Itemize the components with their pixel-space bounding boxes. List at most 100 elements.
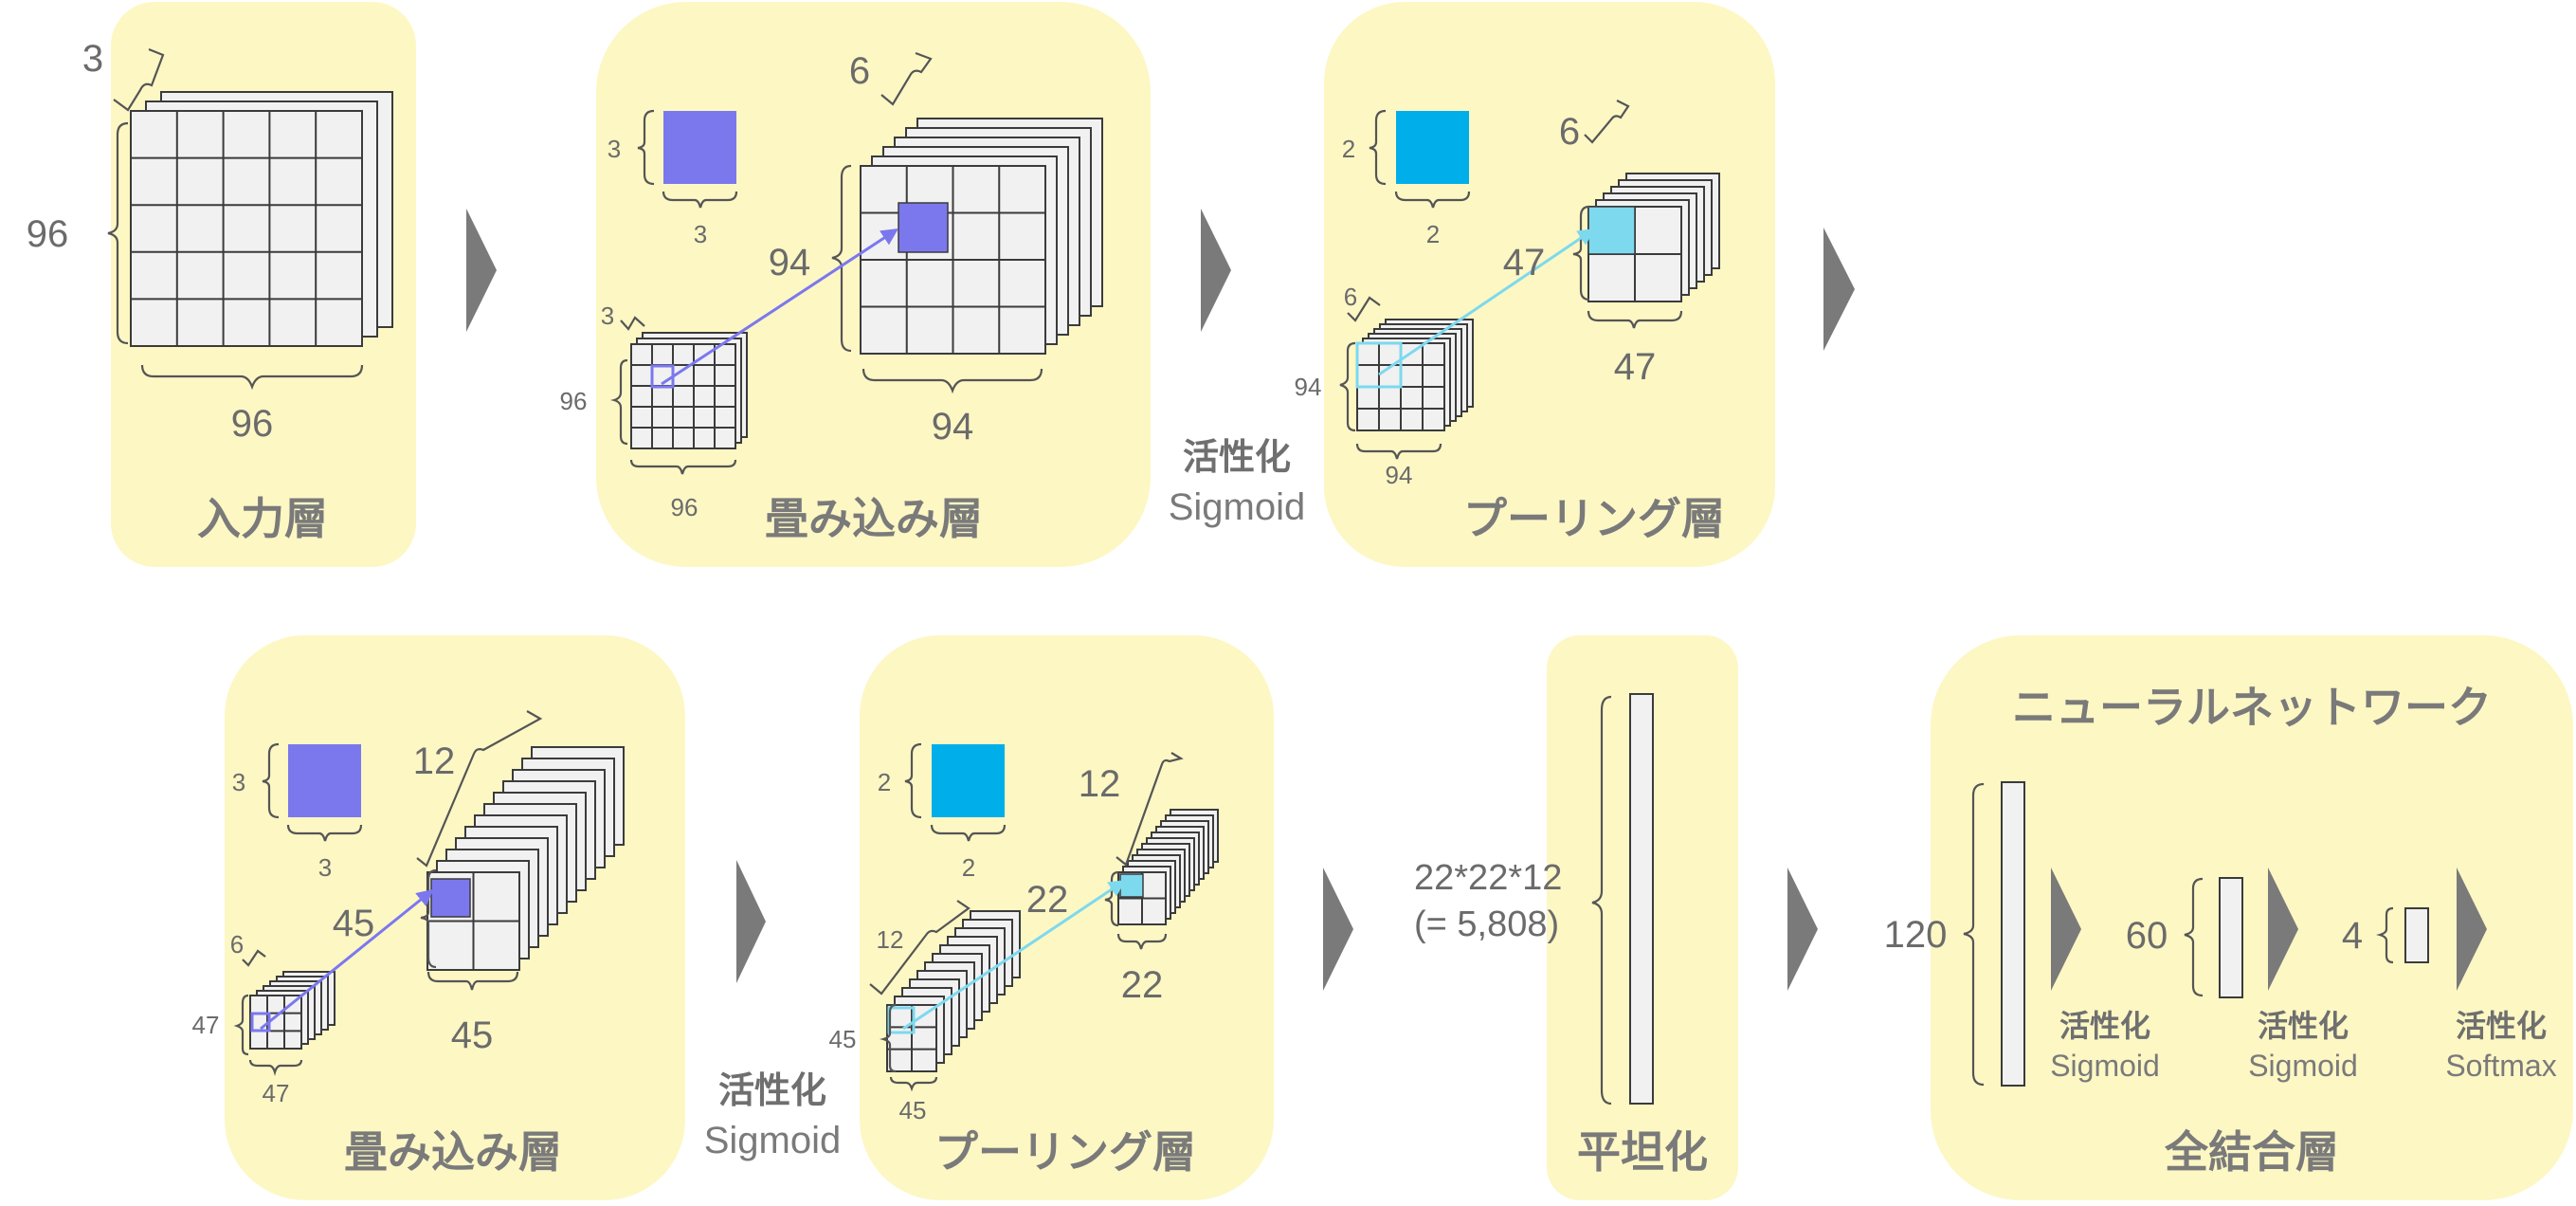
flatten-vector	[1629, 693, 1654, 1105]
conv2-input-volume	[249, 971, 336, 1050]
fc-layer-1	[2001, 781, 2025, 1087]
fc-layer2-label: 60	[2126, 915, 2168, 957]
fc-header: ニューラルネットワーク	[2012, 682, 2492, 733]
input-volume-sheet	[130, 110, 363, 347]
pool1-output-volume	[1587, 173, 1720, 302]
fc-layer3-label: 4	[2342, 915, 2363, 957]
arrow-pool2-to-flatten	[1323, 868, 1353, 991]
arrow-input-to-conv1	[466, 209, 497, 332]
conv2-kernel-h-label: 3	[232, 768, 245, 796]
input-height-label: 96	[27, 213, 69, 255]
pool2-in-w-label: 45	[899, 1096, 927, 1124]
conv2-kernel-w-label: 3	[318, 853, 332, 882]
act2-func: Sigmoid	[704, 1120, 842, 1161]
fc-act3-func: Softmax	[2445, 1049, 2556, 1083]
pool2-out-depth-label: 12	[1079, 763, 1121, 805]
pool1-out-depth-label: 6	[1559, 111, 1580, 153]
conv2-out-w-label: 45	[451, 1014, 494, 1056]
pool1-title: プーリング層	[1463, 493, 1725, 544]
conv1-kernel-w-label: 3	[694, 220, 707, 248]
act1-func: Sigmoid	[1169, 486, 1306, 528]
conv2-projection-arrow	[260, 888, 434, 1031]
input-depth-label: 3	[82, 38, 103, 80]
fc-act1-func: Sigmoid	[2050, 1049, 2160, 1083]
conv2-in-w-label: 47	[263, 1079, 290, 1107]
conv2-in-depth-label: 6	[230, 930, 244, 959]
conv1-kernel-h-label: 3	[608, 135, 621, 163]
arrow-fc-1-2	[2051, 868, 2081, 991]
pool1-projection-arrow	[1378, 228, 1595, 376]
pool1-kernel-w-label: 2	[1426, 220, 1440, 248]
arrow-conv1-to-pool1	[1201, 209, 1231, 332]
pool1-kernel-h-label: 2	[1342, 135, 1355, 163]
conv1-in-w-label: 96	[671, 493, 698, 521]
arrow-fc-2-3	[2268, 868, 2298, 991]
fc-act1-label: 活性化	[2059, 1008, 2150, 1044]
pool1-in-h-label: 94	[1295, 373, 1322, 401]
fc-act3-label: 活性化	[2456, 1008, 2547, 1044]
pool2-in-depth-label: 12	[877, 925, 904, 954]
conv2-out-h-label: 45	[333, 903, 375, 944]
flatten-title: 平坦化	[1577, 1126, 1708, 1178]
flatten-size-line1: 22*22*12	[1414, 858, 1562, 898]
conv1-projection-arrow	[661, 228, 899, 386]
fc-layer1-label: 120	[1884, 914, 1948, 956]
conv1-title: 畳み込み層	[765, 493, 983, 544]
input-width-label: 96	[231, 403, 274, 445]
conv1-output-volume-gridlines	[861, 166, 1045, 354]
conv2-output-volume-highlight	[430, 878, 471, 918]
conv1-input-volume-gridlines	[631, 344, 735, 448]
conv1-out-w-label: 94	[932, 406, 974, 448]
conv1-in-depth-label: 3	[601, 302, 614, 330]
braces	[107, 47, 2394, 1106]
conv2-out-depth-label: 12	[413, 740, 456, 782]
conv2-kernel	[288, 744, 361, 817]
conv2-output-volume	[426, 746, 625, 971]
conv1-input-volume-sheet	[630, 343, 736, 449]
flatten-size-line2: (= 5,808)	[1414, 904, 1559, 944]
conv2-title: 畳み込み層	[344, 1126, 562, 1178]
pool1-kernel	[1396, 111, 1469, 184]
conv1-in-h-label: 96	[560, 387, 588, 415]
conv1-out-depth-label: 6	[849, 50, 870, 92]
pool1-out-h-label: 47	[1503, 242, 1546, 283]
conv1-input-volume	[630, 332, 748, 449]
pool2-kernel-w-label: 2	[962, 853, 975, 882]
pool1-input-volume	[1355, 319, 1474, 431]
pool2-projection-arrow	[902, 880, 1126, 1031]
pool2-output-volume	[1117, 809, 1219, 925]
input-title: 入力層	[197, 493, 328, 544]
pool2-out-w-label: 22	[1121, 964, 1164, 1006]
fc-title: 全結合層	[2164, 1126, 2339, 1178]
fc-act2-label: 活性化	[2258, 1008, 2349, 1044]
pool2-kernel-h-label: 2	[878, 768, 891, 796]
fc-layer-2	[2219, 877, 2243, 998]
pool2-in-h-label: 45	[829, 1025, 857, 1053]
pool1-output-volume-highlight	[1587, 206, 1636, 255]
conv1-output-volume	[860, 118, 1103, 355]
feature-map-stacks	[130, 91, 1720, 1072]
pool1-input-volume-highlight	[1355, 341, 1403, 389]
act2-label: 活性化	[718, 1069, 826, 1111]
arrow-fc-3-out	[2457, 868, 2487, 991]
input-volume-gridlines	[131, 111, 362, 346]
conv1-output-volume-highlight	[898, 202, 949, 253]
pool2-out-h-label: 22	[1026, 879, 1069, 921]
pool2-title: プーリング層	[934, 1126, 1196, 1178]
conv1-kernel	[663, 111, 736, 184]
pool1-in-w-label: 94	[1386, 461, 1413, 489]
conv2-output-volume-gridlines	[427, 872, 519, 970]
pool2-kernel	[932, 744, 1005, 817]
input-volume	[130, 91, 393, 347]
arrow-flatten-to-fc	[1787, 868, 1818, 991]
pool2-output-volume-highlight	[1119, 873, 1144, 898]
conv1-out-h-label: 94	[769, 242, 811, 283]
arrow-pool1-to-next	[1823, 228, 1855, 351]
arrow-conv2-to-pool2	[736, 860, 766, 983]
pool1-in-depth-label: 6	[1344, 283, 1357, 311]
pool1-out-w-label: 47	[1614, 346, 1657, 388]
conv2-in-h-label: 47	[192, 1011, 220, 1039]
fc-panel	[1931, 635, 2573, 1200]
pool2-input-volume-gridlines	[887, 1005, 936, 1071]
